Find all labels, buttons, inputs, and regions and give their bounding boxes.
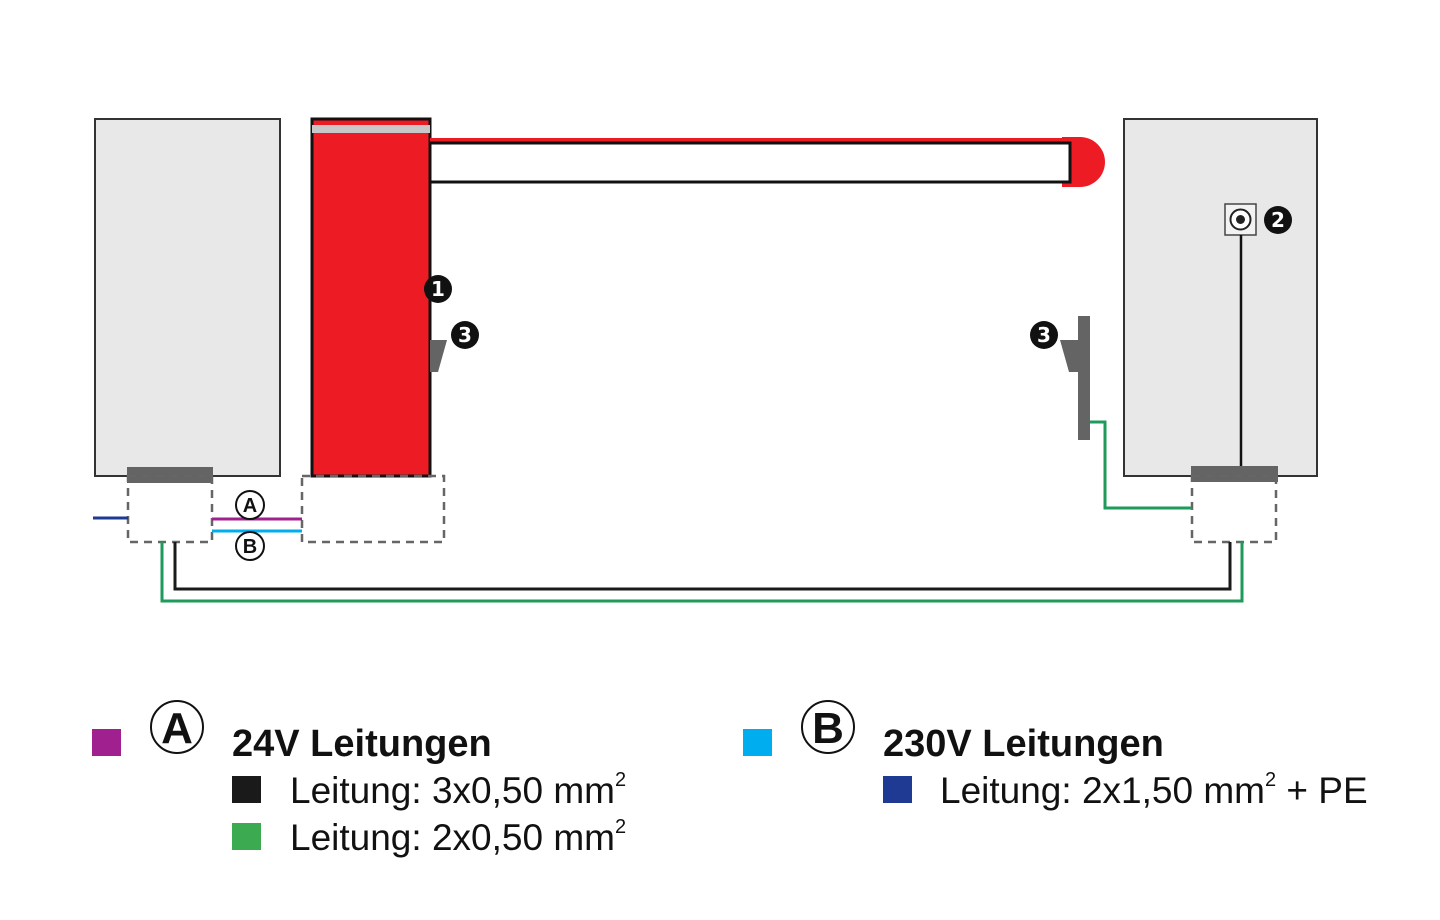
right-panel-base [1191, 466, 1278, 482]
legend-a-item-2-swatch [232, 823, 261, 850]
legend-a-item-1-main: Leitung: 3x0,50 mm [290, 770, 615, 811]
legend-b-item-1-main: Leitung: 2x1,50 mm [940, 770, 1265, 811]
barrier-boom [428, 141, 1072, 184]
right-foundation [1190, 474, 1278, 544]
black-wire-3x050 [173, 542, 1232, 591]
left-foundation [126, 474, 214, 544]
left-photocell [430, 340, 447, 372]
key-switch-inner [1236, 215, 1245, 224]
wire-label-b: B [243, 536, 257, 558]
marker-3-left-circle [451, 321, 479, 349]
right-photocell-post [1078, 316, 1090, 440]
legend-a-letter-circle [150, 700, 204, 754]
legend-a-item-1-sup: 2 [615, 769, 626, 791]
left-panel [94, 118, 281, 477]
legend-b-letter-circle [801, 700, 855, 754]
marker-1-circle [424, 275, 452, 303]
marker-3-right-circle [1030, 321, 1058, 349]
legend-b-item-1-text: Leitung: 2x1,50 mm2 + PE [940, 769, 1368, 811]
legend-b-item-1-swatch [883, 776, 912, 803]
wire-label-b-circle [235, 531, 265, 561]
right-panel [1123, 118, 1318, 477]
right-photocell [1060, 340, 1078, 372]
wire-label-a: A [243, 495, 257, 517]
wire-label-a-circle [235, 490, 265, 520]
legend-a-letter: A [161, 704, 193, 753]
legend-a-item-1-text: Leitung: 3x0,50 mm2 [290, 769, 626, 811]
legend-a-title: 24V Leitungen [232, 723, 492, 765]
legend-a-item-2-sup: 2 [615, 816, 626, 838]
legend-a-item-1-swatch [232, 776, 261, 803]
legend-b-item-1-sup: 2 [1265, 769, 1276, 791]
legend-b-swatch [743, 729, 772, 756]
green-wire-2x050 [160, 542, 1244, 603]
legend-b-letter: B [812, 704, 844, 753]
legend-b-item-1-suffix: + PE [1276, 770, 1368, 811]
legend-a-item-2-main: Leitung: 2x0,50 mm [290, 817, 615, 858]
barrier-column-cap [312, 125, 430, 133]
marker-3-left-label: 3 [458, 323, 472, 347]
barrier-foundation [300, 474, 446, 544]
boom-tip [1062, 137, 1105, 187]
marker-1-label: 1 [431, 277, 445, 301]
marker-2-circle [1264, 206, 1292, 234]
marker-3-right-label: 3 [1037, 323, 1051, 347]
marker-2-label: 2 [1271, 208, 1285, 232]
legend-b-title: 230V Leitungen [883, 723, 1164, 765]
photocell-green-wire [1090, 420, 1192, 510]
legend-a-item-2-text: Leitung: 2x0,50 mm2 [290, 816, 626, 858]
legend-a-swatch [92, 729, 121, 756]
barrier-column [310, 117, 432, 478]
